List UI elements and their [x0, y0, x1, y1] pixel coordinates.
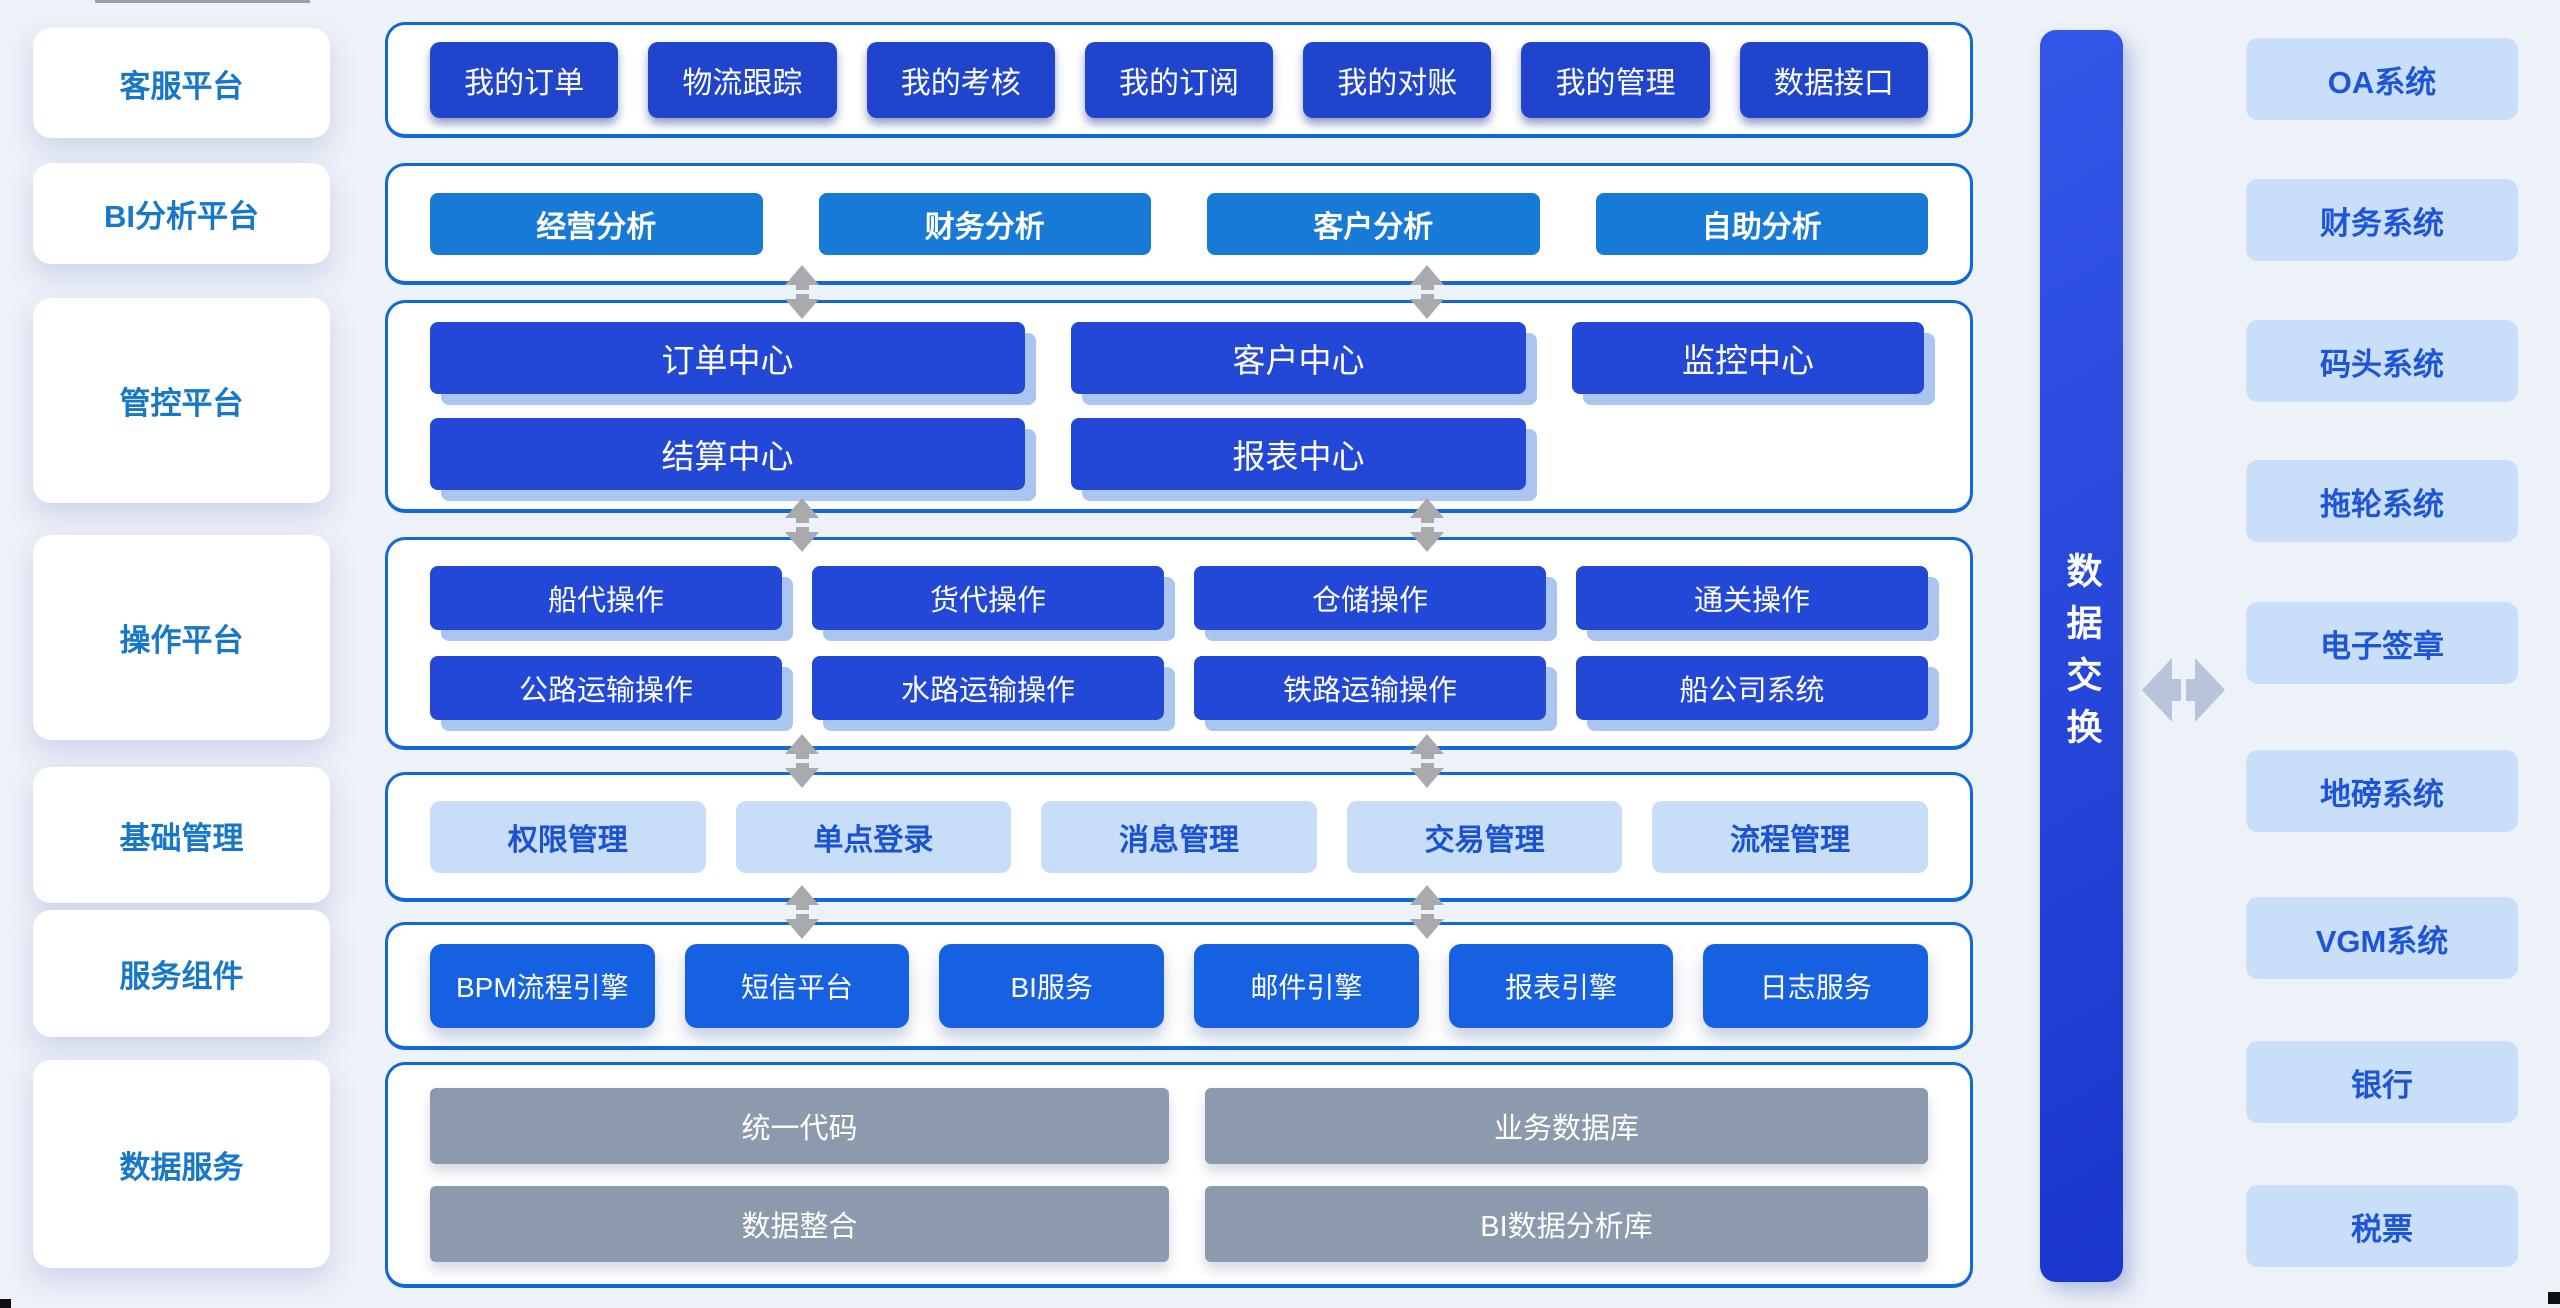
vertical-double-arrow-icon [1410, 265, 1444, 319]
base-management-label: 基础管理 [33, 767, 330, 903]
external-system-node: 电子签章 [2246, 602, 2518, 684]
bi-node: 财务分析 [818, 192, 1151, 255]
vertical-double-arrow-icon [1410, 498, 1444, 552]
control-node: 订单中心 [430, 322, 1025, 394]
data-node-row-1: 统一代码 业务数据库 [430, 1087, 1928, 1164]
data-node: 统一代码 [430, 1087, 1169, 1164]
operation-platform-label: 操作平台 [33, 535, 330, 740]
base-node: 交易管理 [1346, 800, 1623, 873]
base-management-panel: 权限管理 单点登录 消息管理 交易管理 流程管理 [385, 772, 1973, 902]
control-node-row-1: 订单中心 客户中心 监控中心 [430, 322, 1928, 394]
bi-node: 经营分析 [430, 192, 763, 255]
op-node: 船公司系统 [1576, 656, 1928, 720]
control-platform-label: 管控平台 [33, 298, 330, 503]
vertical-double-arrow-icon [785, 265, 819, 319]
customer-service-platform-label: 客服平台 [33, 28, 330, 138]
cs-node: 数据接口 [1739, 41, 1928, 118]
data-node-row-2: 数据整合 BI数据分析库 [430, 1185, 1928, 1262]
svc-node: BPM流程引擎 [430, 943, 655, 1028]
svc-node: 报表引擎 [1448, 943, 1674, 1028]
cs-node: 物流跟踪 [648, 41, 837, 118]
service-components-label: 服务组件 [33, 910, 330, 1037]
external-system-node: 码头系统 [2246, 320, 2518, 402]
external-system-node: 地磅系统 [2246, 750, 2518, 832]
vertical-double-arrow-icon [785, 498, 819, 552]
external-system-node: OA系统 [2246, 38, 2518, 120]
external-system-node: 拖轮系统 [2246, 460, 2518, 542]
op-node: 货代操作 [812, 566, 1164, 630]
operation-panel: 船代操作 货代操作 仓储操作 通关操作 公路运输操作 水路运输操作 铁路运输操作… [385, 537, 1973, 750]
screen-corner-mark-left [0, 1299, 11, 1308]
control-node-row-2: 结算中心 报表中心 [430, 418, 1928, 490]
bi-node: 自助分析 [1595, 192, 1928, 255]
op-node: 公路运输操作 [430, 656, 782, 720]
service-components-panel: BPM流程引擎 短信平台 BI服务 邮件引擎 报表引擎 日志服务 [385, 922, 1973, 1050]
op-node: 水路运输操作 [812, 656, 1164, 720]
control-node: 客户中心 [1071, 322, 1526, 394]
screen-corner-mark-right [2548, 1292, 2560, 1304]
op-node: 船代操作 [430, 566, 782, 630]
vertical-double-arrow-icon [1410, 885, 1444, 939]
service-node-row: BPM流程引擎 短信平台 BI服务 邮件引擎 报表引擎 日志服务 [430, 943, 1929, 1028]
data-node: BI数据分析库 [1204, 1185, 1928, 1262]
base-node: 流程管理 [1652, 800, 1928, 873]
svc-node: BI服务 [939, 943, 1165, 1028]
bi-analysis-panel: 经营分析 财务分析 客户分析 自助分析 [385, 163, 1973, 285]
data-exchange-bar: 数据交换 [2040, 30, 2123, 1282]
op-node: 通关操作 [1576, 566, 1928, 630]
data-node: 业务数据库 [1204, 1087, 1928, 1164]
svc-node: 短信平台 [684, 943, 910, 1028]
external-system-node: 财务系统 [2246, 179, 2518, 261]
cs-node: 我的订单 [430, 41, 619, 118]
bi-analysis-platform-label: BI分析平台 [33, 163, 330, 264]
data-services-label: 数据服务 [33, 1060, 330, 1268]
external-system-node: 税票 [2246, 1185, 2518, 1267]
operation-node-row-2: 公路运输操作 水路运输操作 铁路运输操作 船公司系统 [430, 656, 1928, 720]
cs-node: 我的考核 [866, 41, 1055, 118]
external-system-node: VGM系统 [2246, 897, 2518, 979]
cs-node: 我的管理 [1521, 41, 1710, 118]
op-node: 仓储操作 [1194, 566, 1546, 630]
base-node: 消息管理 [1041, 800, 1317, 873]
op-node: 铁路运输操作 [1194, 656, 1546, 720]
external-system-node: 银行 [2246, 1041, 2518, 1123]
horizontal-double-arrow-icon [2142, 658, 2225, 722]
bi-node: 客户分析 [1207, 192, 1540, 255]
cs-node: 我的对账 [1303, 41, 1492, 118]
data-services-panel: 统一代码 业务数据库 数据整合 BI数据分析库 [385, 1062, 1973, 1288]
svc-node: 邮件引擎 [1194, 943, 1419, 1028]
vertical-double-arrow-icon [785, 734, 819, 788]
customer-service-node-row: 我的订单 物流跟踪 我的考核 我的订阅 我的对账 我的管理 数据接口 [430, 41, 1928, 118]
cs-node: 我的订阅 [1084, 41, 1274, 118]
base-node: 单点登录 [735, 800, 1012, 873]
svc-node: 日志服务 [1703, 943, 1929, 1028]
control-node: 监控中心 [1572, 322, 1924, 394]
bi-node-row: 经营分析 财务分析 客户分析 自助分析 [430, 192, 1928, 255]
control-node: 结算中心 [430, 418, 1025, 490]
base-node: 权限管理 [430, 800, 706, 873]
data-node: 数据整合 [430, 1185, 1169, 1262]
vertical-double-arrow-icon [1410, 734, 1444, 788]
control-panel: 订单中心 客户中心 监控中心 结算中心 报表中心 [385, 300, 1973, 513]
control-node: 报表中心 [1071, 418, 1526, 490]
operation-node-row-1: 船代操作 货代操作 仓储操作 通关操作 [430, 566, 1928, 630]
screen-edge-line [95, 0, 310, 3]
customer-service-panel: 我的订单 物流跟踪 我的考核 我的订阅 我的对账 我的管理 数据接口 [385, 22, 1973, 138]
base-node-row: 权限管理 单点登录 消息管理 交易管理 流程管理 [430, 800, 1928, 873]
vertical-double-arrow-icon [785, 885, 819, 939]
